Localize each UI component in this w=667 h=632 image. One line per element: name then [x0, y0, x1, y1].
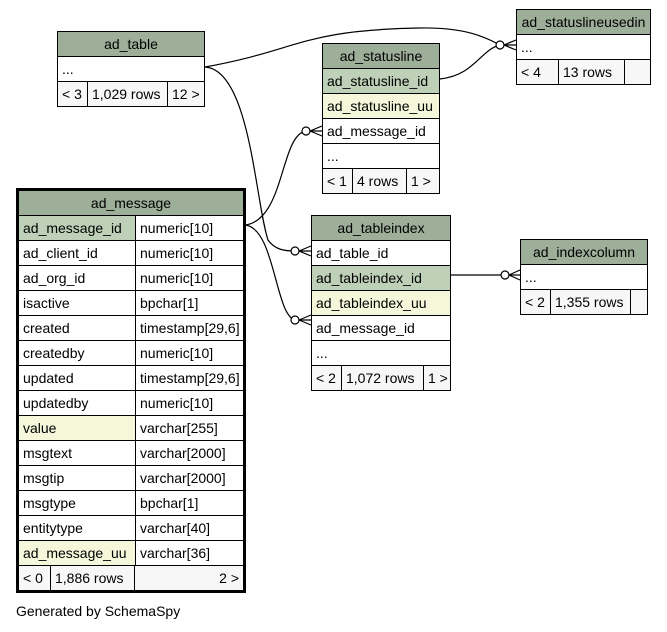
column-type: varchar[2000] — [140, 470, 226, 486]
column-type: timestamp[29,6] — [140, 370, 240, 386]
parents-count[interactable]: < 2 — [312, 366, 342, 390]
column-type: numeric[10] — [140, 395, 214, 411]
row-count: 1,355 rows — [551, 290, 631, 314]
row-count: 4 rows — [353, 169, 407, 193]
table-ad_tableindex[interactable]: ad_tableindex ad_table_id ad_tableindex_… — [311, 215, 451, 391]
column-name: created — [19, 316, 136, 340]
row-count: 1,886 rows — [51, 566, 135, 590]
children-count[interactable]: 12 > — [172, 86, 200, 102]
table-column: ad_statusline_uu — [323, 94, 439, 119]
column-name: ad_message_id — [19, 216, 136, 240]
table-footer: < 0 1,886 rows 2 > — [19, 566, 243, 590]
column-name: value — [19, 416, 136, 440]
column-type: timestamp[29,6] — [140, 320, 240, 336]
table-footer: < 3 1,029 rows 12 > — [58, 82, 204, 106]
row-count: 1,072 rows — [342, 366, 424, 390]
column-type: numeric[10] — [140, 220, 214, 236]
parents-count[interactable]: < 2 — [521, 290, 551, 314]
column-type: numeric[10] — [140, 270, 214, 286]
column-type: numeric[10] — [140, 345, 214, 361]
table-column: ... — [58, 57, 204, 82]
column-type: numeric[10] — [140, 245, 214, 261]
column-name: isactive — [19, 291, 136, 315]
column-name: entitytype — [19, 516, 136, 540]
column-name: msgtype — [19, 491, 136, 515]
edge-statuslineusedin-table — [204, 27, 501, 68]
table-column: ... — [312, 341, 450, 366]
children-count — [631, 290, 647, 314]
parents-count[interactable]: < 4 — [517, 60, 559, 84]
row-count: 13 rows — [559, 60, 625, 84]
table-column: ... — [517, 35, 650, 60]
table-header: ad_table — [58, 32, 204, 57]
column-name: msgtext — [19, 441, 136, 465]
parents-count[interactable]: < 0 — [19, 566, 51, 590]
table-ad_table[interactable]: ad_table ... < 3 1,029 rows 12 > — [57, 31, 205, 107]
table-ad_statuslineusedin[interactable]: ad_statuslineusedin ... < 4 13 rows — [516, 9, 651, 85]
parents-count[interactable]: < 1 — [323, 169, 353, 193]
edge-statusline-message — [244, 130, 307, 226]
column-type: bpchar[1] — [140, 495, 199, 511]
table-column: ad_message_id — [323, 119, 439, 144]
table-header: ad_statusline — [323, 44, 439, 69]
table-column: ad_message_id — [312, 316, 450, 341]
column-name: ad_org_id — [19, 266, 136, 290]
table-footer: < 2 1,355 rows — [521, 290, 647, 314]
column-type: varchar[36] — [140, 545, 211, 561]
table-footer: < 2 1,072 rows 1 > — [312, 366, 450, 390]
column-name: ad_message_uu — [19, 541, 136, 565]
table-column: ad_statusline_id — [323, 69, 439, 94]
table-ad_indexcolumn[interactable]: ad_indexcolumn ... < 2 1,355 rows — [520, 239, 648, 315]
column-name: ad_client_id — [19, 241, 136, 265]
children-count — [625, 60, 650, 84]
table-header: ad_statuslineusedin — [517, 10, 650, 35]
table-header: ad_message — [19, 191, 243, 216]
table-column: ad_tableindex_id — [312, 266, 450, 291]
column-name: updatedby — [19, 391, 136, 415]
column-name: createdby — [19, 341, 136, 365]
column-name: updated — [19, 366, 136, 390]
table-footer: < 1 4 rows 1 > — [323, 169, 439, 193]
table-column: ... — [323, 144, 439, 169]
children-count[interactable]: 2 > — [219, 570, 239, 586]
table-column: ad_tableindex_uu — [312, 291, 450, 316]
table-footer: < 4 13 rows — [517, 60, 650, 84]
column-type: varchar[40] — [140, 520, 211, 536]
row-count: 1,029 rows — [88, 82, 168, 106]
children-count[interactable]: 1 > — [428, 370, 448, 386]
table-header: ad_tableindex — [312, 216, 450, 241]
table-header: ad_indexcolumn — [521, 240, 647, 265]
column-type: varchar[255] — [140, 420, 218, 436]
parents-count[interactable]: < 3 — [58, 82, 88, 106]
edge-tableindex-message — [244, 224, 296, 321]
table-column: ad_table_id — [312, 241, 450, 266]
table-column: ... — [521, 265, 647, 290]
children-count[interactable]: 1 > — [411, 173, 431, 189]
edge-statuslineusedin-statusline — [439, 44, 501, 80]
generated-by-note: Generated by SchemaSpy — [16, 603, 181, 619]
column-type: bpchar[1] — [140, 295, 199, 311]
edge-tableindex-table — [204, 66, 296, 252]
column-type: varchar[2000] — [140, 445, 226, 461]
table-ad_statusline[interactable]: ad_statusline ad_statusline_id ad_status… — [322, 43, 440, 194]
column-name: msgtip — [19, 466, 136, 490]
